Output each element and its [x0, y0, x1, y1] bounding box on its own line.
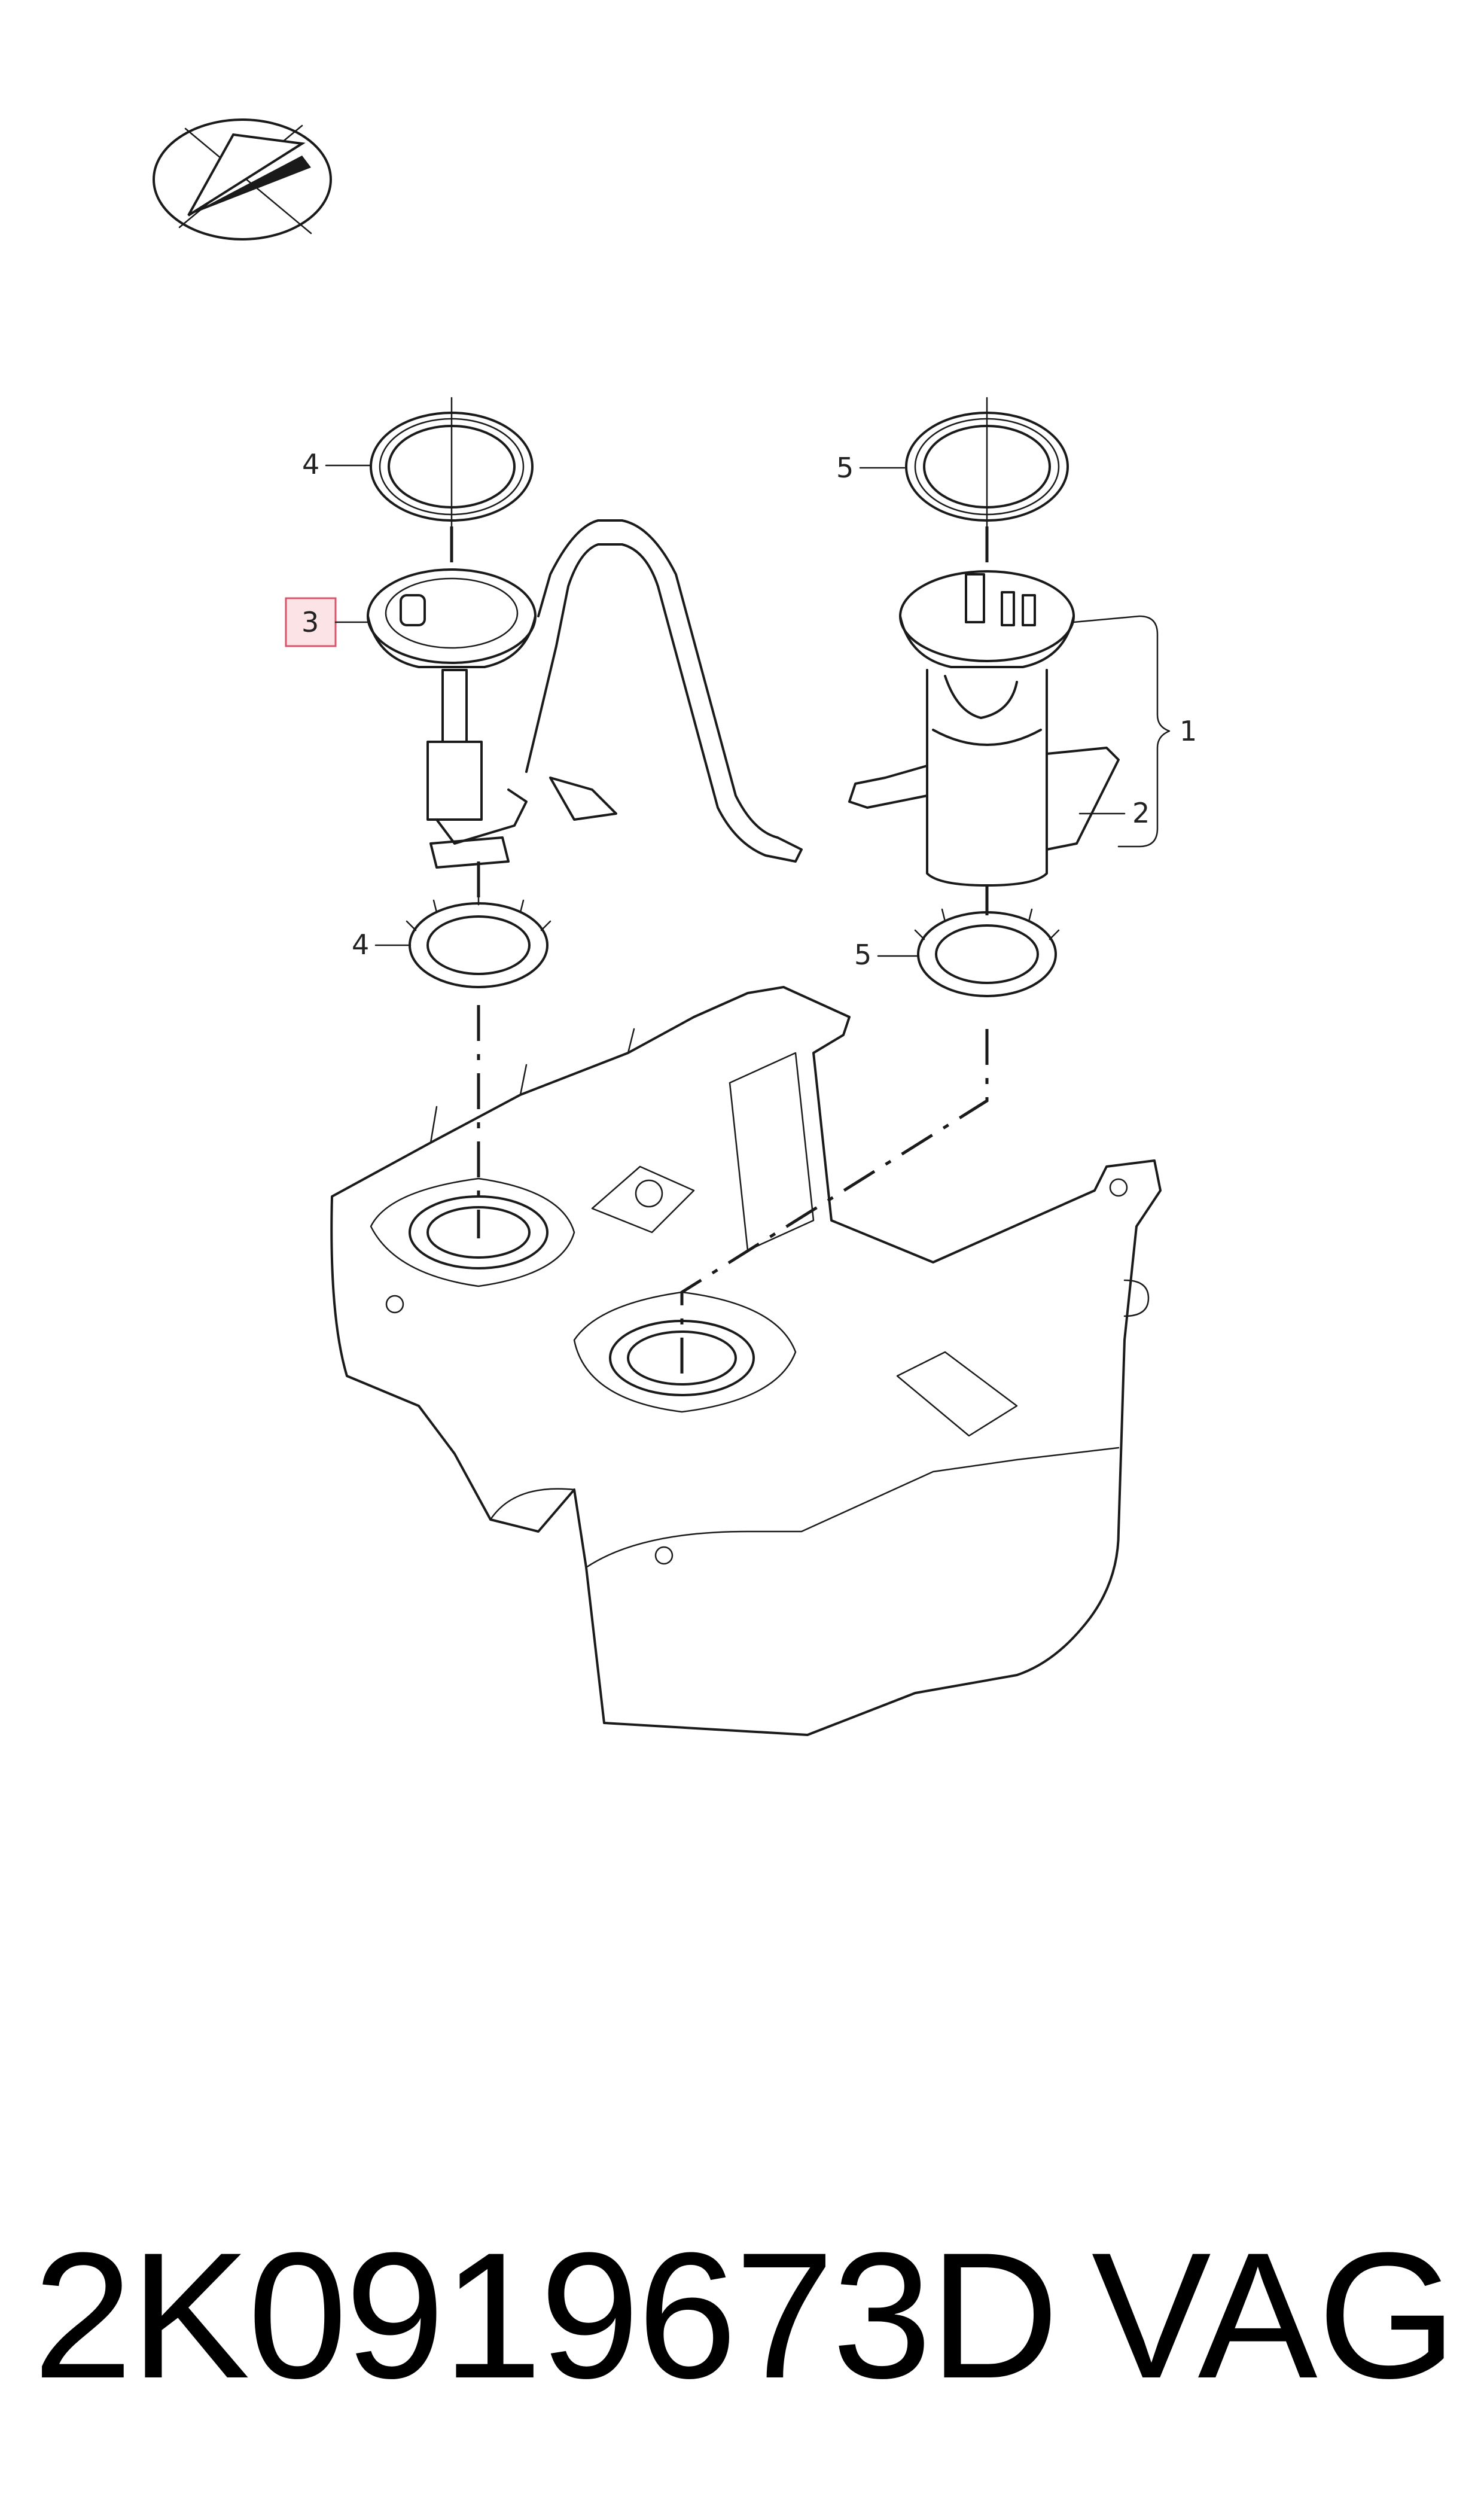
- locking-ring-right: [914, 900, 1060, 997]
- callout-5-left: 4: [302, 448, 371, 480]
- callout-3-highlighted: 3: [285, 597, 370, 647]
- callout-5-right: 5: [836, 452, 906, 484]
- callout-4-left: 4: [352, 928, 412, 961]
- locking-ring-left: [406, 891, 551, 988]
- callout-1-bracket: 1: [1072, 615, 1197, 848]
- brand-emblem-icon: [153, 118, 332, 240]
- svg-text:4: 4: [352, 928, 369, 961]
- svg-text:3: 3: [301, 606, 319, 638]
- fuel-gauge-sender: [367, 519, 803, 869]
- sealing-ring-right: [905, 397, 1069, 537]
- fuel-delivery-unit: [848, 570, 1120, 887]
- svg-text:2: 2: [1132, 797, 1150, 829]
- svg-text:5: 5: [836, 452, 854, 484]
- fuel-tank: [330, 986, 1162, 1736]
- svg-text:5: 5: [854, 939, 871, 971]
- svg-text:4: 4: [302, 448, 319, 480]
- footer: 2K0919673D VAG: [0, 2225, 1484, 2405]
- part-number: 2K0919673D: [33, 2215, 1059, 2416]
- sealing-ring-left: [370, 397, 534, 537]
- brand-name: VAG: [1091, 2215, 1457, 2416]
- callout-2: 2: [1078, 797, 1150, 829]
- callout-4-right: 5: [854, 939, 920, 971]
- svg-text:1: 1: [1180, 715, 1197, 747]
